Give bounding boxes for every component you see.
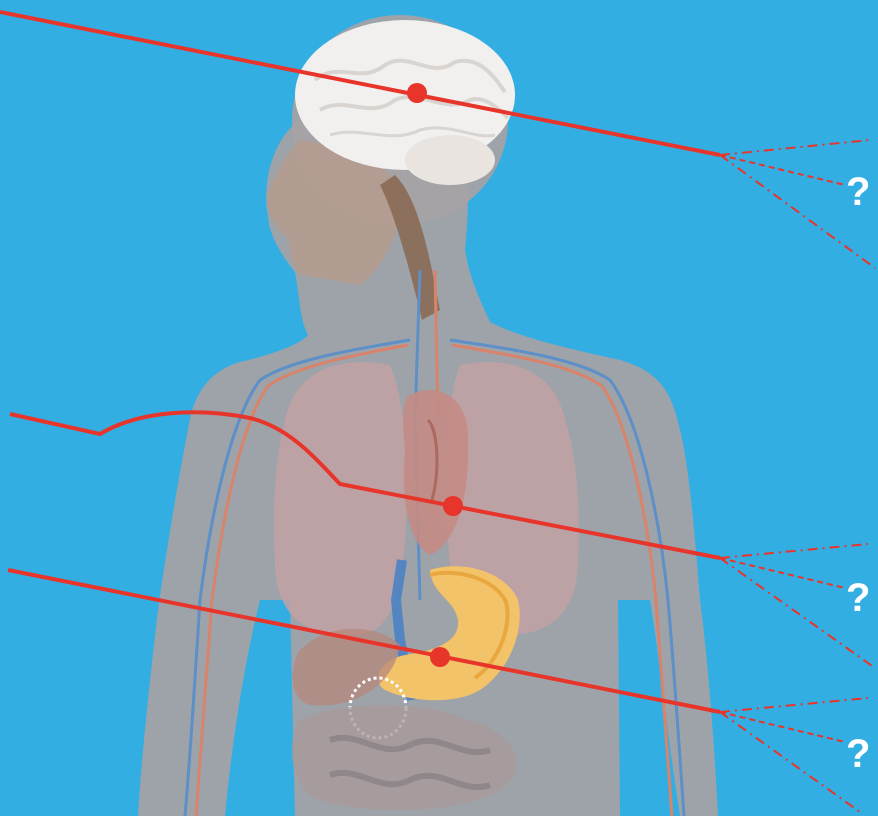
brain-pointer-dot <box>407 83 427 103</box>
heart-question-mark: ? <box>846 578 870 618</box>
heart-pointer-dot <box>443 496 463 516</box>
stomach-question-mark: ? <box>846 734 870 774</box>
stomach-pointer-dot <box>430 647 450 667</box>
brain-question-mark: ? <box>846 172 870 212</box>
